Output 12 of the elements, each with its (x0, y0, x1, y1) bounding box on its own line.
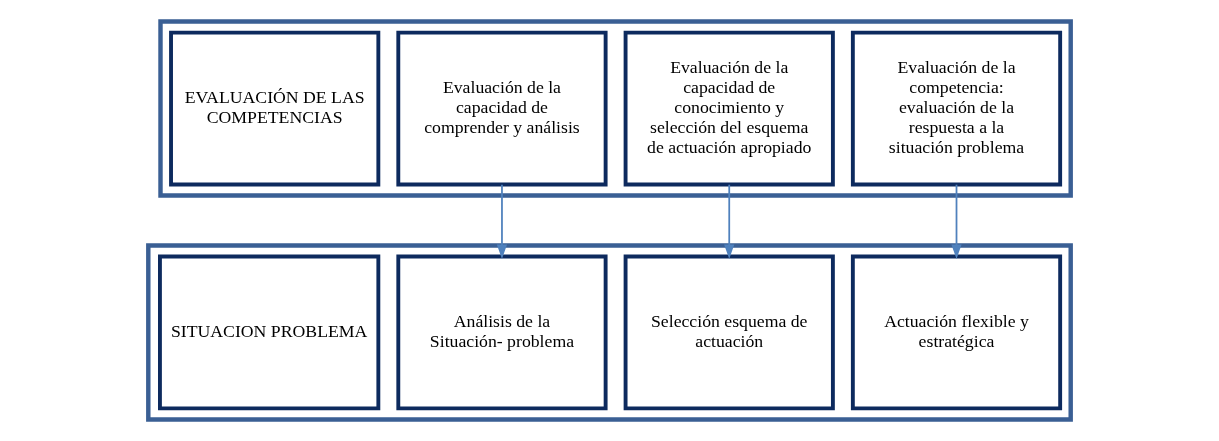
arrow (724, 183, 735, 260)
node-box: Evaluación de la capacidad de comprender y análisis (396, 30, 608, 187)
node-box: Selección esquema de actuación (623, 254, 835, 411)
node-box: Evaluación de la competencia: evaluación de la respuesta a la situación problema (850, 30, 1063, 187)
arrow (496, 183, 508, 260)
node-box: Evaluación de la capacidad de conocimiento y selección del esquema de actuación apropiado (623, 30, 835, 187)
arrow (951, 183, 962, 260)
cluster (158, 19, 1073, 198)
node-box: Actuación flexible y estratégica (850, 254, 1063, 411)
node-box: SITUACION PROBLEMA (158, 254, 381, 411)
node-box: Análisis de la Situación- problema (396, 254, 608, 411)
node-box: EVALUACIÓN DE LAS COMPETENCIAS (169, 30, 381, 187)
